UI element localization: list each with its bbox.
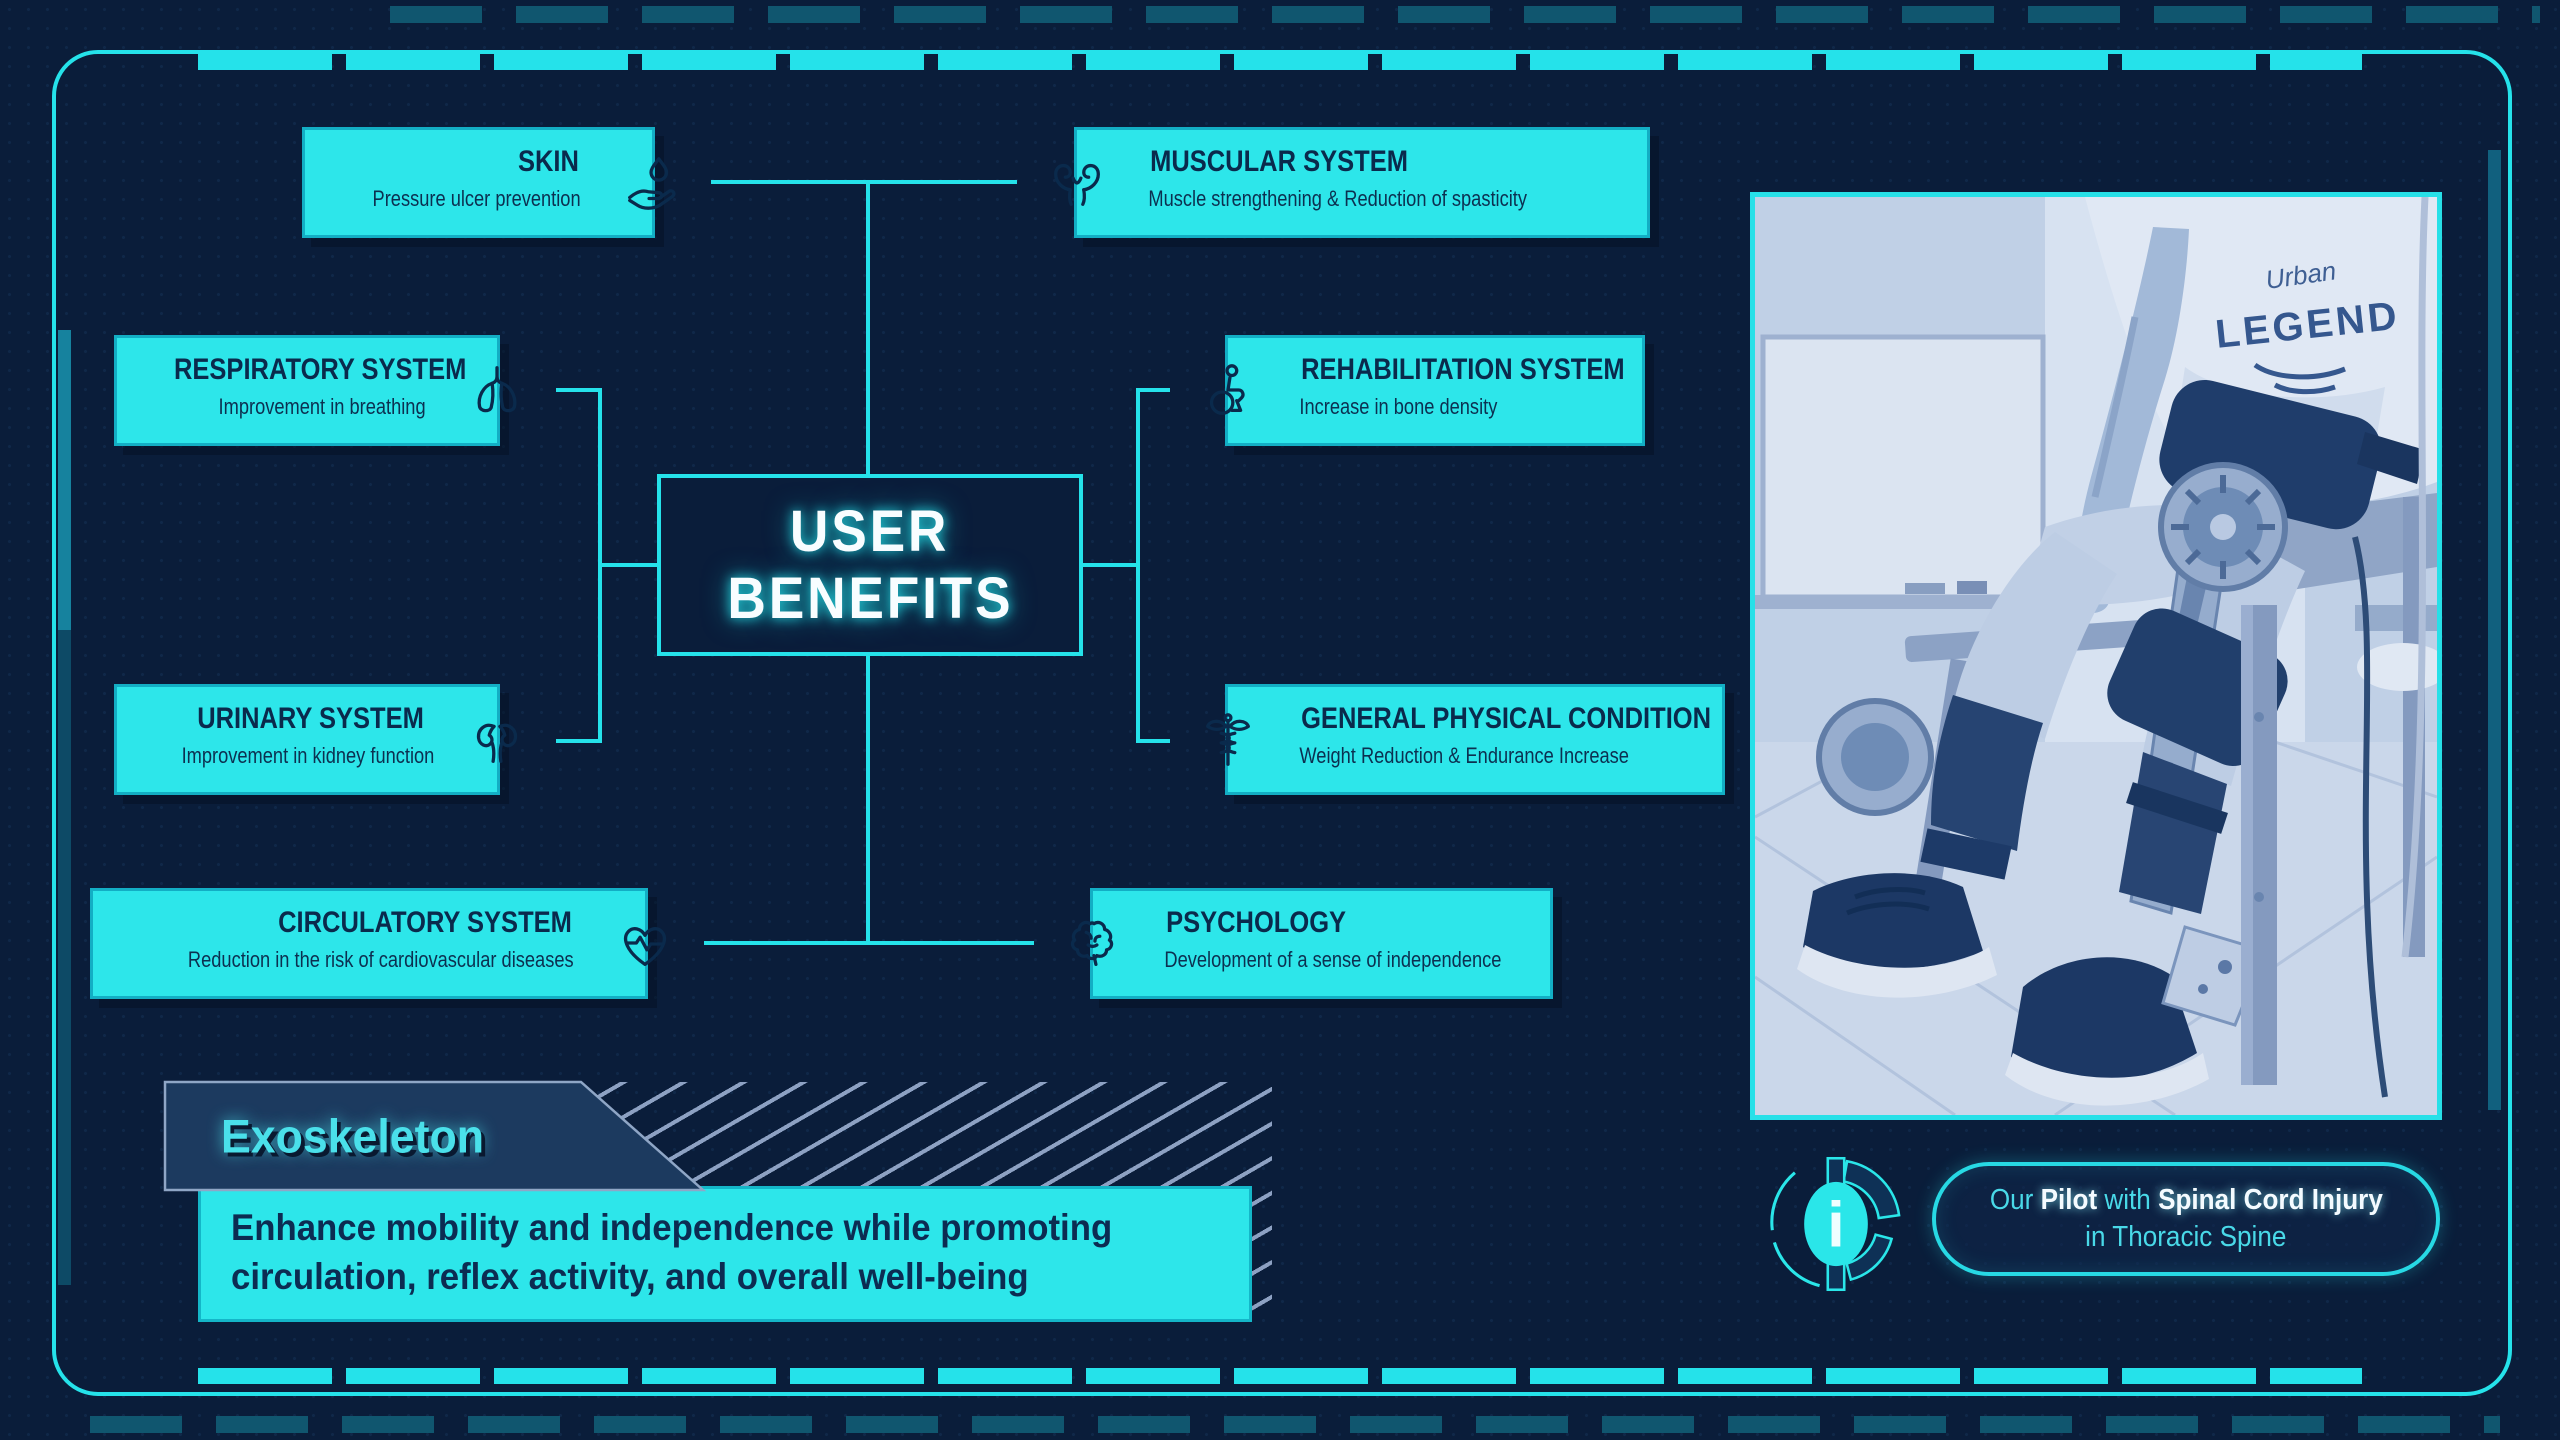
heart-pulse-icon xyxy=(614,913,676,975)
benefit-title: SKIN xyxy=(517,145,579,178)
top-frame-dashes xyxy=(198,54,2362,70)
badge-text-our: Our xyxy=(1989,1184,2041,1216)
pilot-badge: Our Pilot with Spinal Cord Injury in Tho… xyxy=(1932,1162,2440,1276)
right-edge-accent xyxy=(2488,150,2501,1110)
kidneys-icon xyxy=(466,709,528,771)
benefit-title: URINARY SYSTEM xyxy=(197,702,424,735)
connector-line xyxy=(556,739,602,743)
exoskeleton-title: Exoskeleton xyxy=(221,1109,485,1163)
benefit-subtitle: Development of a sense of independence xyxy=(1164,947,1502,972)
exoskeleton-description: Enhance mobility and independence while … xyxy=(198,1186,1252,1322)
benefit-title: REHABILITATION SYSTEM xyxy=(1301,353,1625,386)
benefit-box-urinary-system: URINARY SYSTEM Improvement in kidney fun… xyxy=(114,684,554,795)
badge-text-pilot: Pilot xyxy=(2040,1184,2097,1216)
pilot-photo-illustration: Urban LEGEND xyxy=(1755,197,2437,1115)
border-frame xyxy=(52,50,2512,1396)
top-outer-dash-strip xyxy=(390,6,2540,23)
benefit-box-respiratory-system: RESPIRATORY SYSTEM Improvement in breath… xyxy=(114,335,554,446)
connector-line xyxy=(704,941,1034,945)
benefit-subtitle: Increase in bone density xyxy=(1299,394,1498,419)
benefit-box-circulatory-system: CIRCULATORY SYSTEM Reduction in the risk… xyxy=(90,888,702,999)
benefit-box-psychology: PSYCHOLOGY Development of a sense of ind… xyxy=(1036,888,1553,999)
hand-water-drop-icon xyxy=(621,152,683,214)
flexing-arms-icon xyxy=(1046,152,1108,214)
info-glyph: i xyxy=(1827,1190,1845,1261)
connector-line xyxy=(1081,563,1140,567)
benefit-title: MUSCULAR SYSTEM xyxy=(1150,145,1408,178)
left-edge-accent-upper xyxy=(58,330,71,630)
benefit-title: PSYCHOLOGY xyxy=(1166,906,1347,939)
benefit-subtitle: Weight Reduction & Endurance Increase xyxy=(1299,743,1629,768)
pilot-badge-line1: Our Pilot with Spinal Cord Injury xyxy=(1989,1182,2382,1219)
connector-line xyxy=(711,180,1017,184)
hub-title-line2: BENEFITS xyxy=(727,566,1013,631)
benefit-subtitle: Reduction in the risk of cardiovascular … xyxy=(187,947,574,972)
benefit-title: CIRCULATORY SYSTEM xyxy=(278,906,572,939)
benefit-box-skin: SKIN Pressure ulcer prevention xyxy=(302,127,709,238)
badge-text-with: with xyxy=(2096,1184,2158,1216)
wheelchair-icon xyxy=(1197,360,1259,422)
connector-line xyxy=(866,182,870,474)
benefit-subtitle: Muscle strengthening & Reduction of spas… xyxy=(1148,186,1527,211)
benefit-subtitle: Improvement in kidney function xyxy=(181,743,435,768)
bottom-outer-dash-strip xyxy=(90,1416,2500,1433)
description-line1: Enhance mobility and independence while … xyxy=(231,1207,1113,1248)
badge-text-injury: Spinal Cord Injury xyxy=(2157,1184,2383,1216)
benefit-subtitle: Improvement in breathing xyxy=(218,394,426,419)
description-line2: circulation, reflex activity, and overal… xyxy=(231,1256,1029,1297)
benefit-subtitle: Pressure ulcer prevention xyxy=(372,186,581,211)
bottom-frame-dashes xyxy=(198,1368,2362,1384)
connector-line xyxy=(556,388,602,392)
photo-frame: Urban LEGEND xyxy=(1750,192,2442,1120)
connector-line xyxy=(1138,388,1170,392)
benefit-title: RESPIRATORY SYSTEM xyxy=(174,353,467,386)
benefit-title: GENERAL PHYSICAL CONDITION xyxy=(1301,702,1712,735)
info-icon: i xyxy=(1760,1148,1912,1300)
banner-shape xyxy=(163,1080,707,1192)
connector-line xyxy=(866,656,870,943)
connector-line xyxy=(598,563,659,567)
benefit-box-general-physical-condition: GENERAL PHYSICAL CONDITION Weight Reduct… xyxy=(1171,684,1725,795)
hub-title-line1: USER xyxy=(790,499,950,564)
benefit-box-muscular-system: MUSCULAR SYSTEM Muscle strengthening & R… xyxy=(1020,127,1650,238)
connector-line xyxy=(1138,739,1170,743)
left-edge-accent-lower xyxy=(58,630,71,1285)
brain-icon xyxy=(1062,913,1124,975)
user-benefits-hub: USER BENEFITS xyxy=(657,474,1083,656)
lungs-icon xyxy=(466,360,528,422)
benefit-box-rehabilitation-system: REHABILITATION SYSTEM Increase in bone d… xyxy=(1171,335,1645,446)
exoskeleton-banner: Exoskeleton xyxy=(163,1080,763,1192)
pilot-badge-line2: in Thoracic Spine xyxy=(2085,1221,2287,1253)
caduceus-icon xyxy=(1197,709,1259,771)
